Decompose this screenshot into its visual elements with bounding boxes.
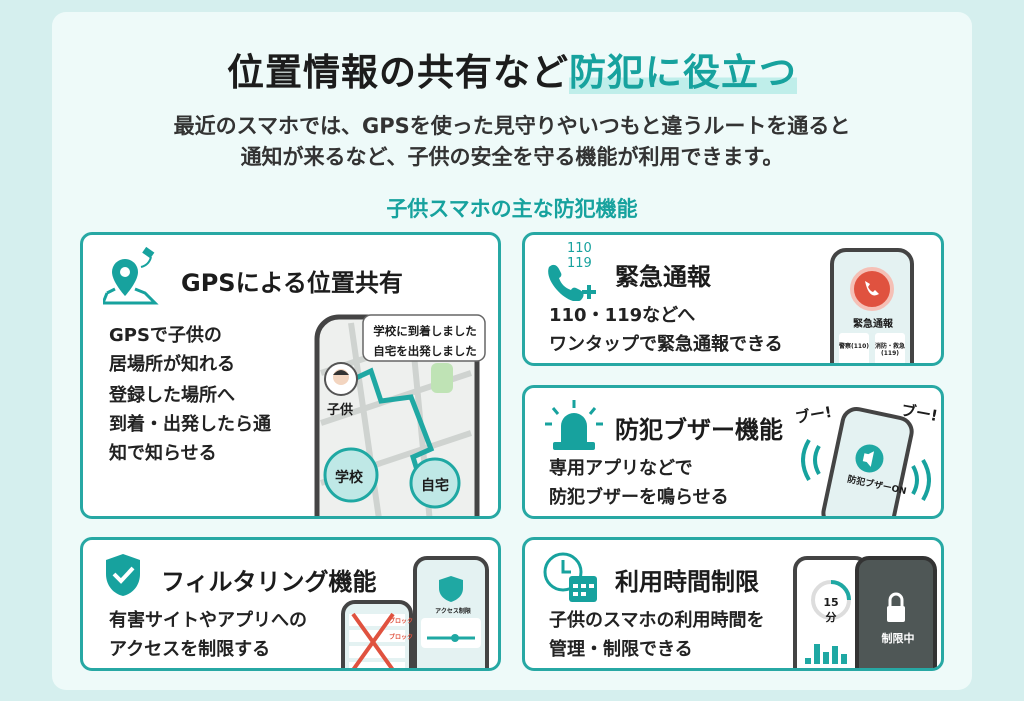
section-heading: 子供スマホの主な防犯機能 xyxy=(386,197,638,221)
card-gps: GPSによる位置共有 GPSで子供の居場所が知れる 登録した場所へ到着・出発した… xyxy=(80,232,501,519)
shield-check-icon xyxy=(106,554,140,596)
card-title: 緊急通報 xyxy=(615,263,711,291)
police-button: 警察(110) xyxy=(839,343,870,350)
blocked-label: ブロック xyxy=(389,618,414,625)
emergency-label: 緊急通報 xyxy=(853,319,893,330)
map-pin-satellite-icon xyxy=(103,246,159,305)
phone-emergency-illustration xyxy=(830,248,914,363)
desc-line: 防犯ブザーを鳴らせる xyxy=(549,487,729,508)
home-label: 自宅 xyxy=(421,478,449,494)
phone-map-illustration xyxy=(314,314,486,516)
desc-line: 110・119などへ xyxy=(549,305,696,326)
title-highlight: 防犯に役立つ xyxy=(569,51,797,94)
desc-line: 到着・出発したら通 xyxy=(109,414,271,435)
card-buzzer: 防犯ブザー機能 専用アプリなどで防犯ブザーを鳴らせる 防犯ブザーON ブー! ブ… xyxy=(522,385,944,519)
desc-line: GPSで子供の xyxy=(109,325,222,346)
card-title: 利用時間制限 xyxy=(615,568,759,596)
desc-line: 子供のスマホの利用時間を xyxy=(549,610,765,631)
school-label: 学校 xyxy=(335,470,363,486)
locked-label: 制限中 xyxy=(881,632,915,645)
phone-buzzer-illustration xyxy=(801,407,931,516)
card-title: 防犯ブザー機能 xyxy=(615,416,783,444)
phone-time-illustration xyxy=(793,556,937,668)
subtitle-line-1: 最近のスマホでは、GPSを使った見守りやいつもと違うルートを通ると xyxy=(173,114,851,138)
siren-icon xyxy=(545,400,603,450)
desc-line: 知で知らせる xyxy=(109,443,217,464)
phone-filtering-illustration xyxy=(341,556,489,668)
card-desc: GPSで子供の居場所が知れる xyxy=(109,321,235,379)
page-title: 位置情報の共有など防犯に役立つ xyxy=(0,42,1024,96)
desc-line: 管理・制限できる xyxy=(549,639,693,660)
notification-bubble: 学校に到着しました自宅を出発しました xyxy=(365,321,485,361)
child-label: 子供 xyxy=(327,403,354,418)
blocked-label: ブロック xyxy=(389,634,414,641)
fire-button: 消防・救急(119) xyxy=(875,343,906,357)
desc-line: アクセスを制限する xyxy=(109,639,271,660)
desc-line: 専用アプリなどで xyxy=(549,458,693,479)
card-title: フィルタリング機能 xyxy=(161,568,377,596)
desc-line: ワンタップで緊急通報できる xyxy=(549,334,783,355)
bubble-line: 学校に到着しました xyxy=(373,324,477,338)
clock-calendar-icon xyxy=(543,552,597,602)
screen-title: アクセス制限 xyxy=(435,608,471,615)
phone-110-119-icon xyxy=(548,264,596,301)
card-filtering: フィルタリング機能 有害サイトやアプリへのアクセスを制限する アクセス制限 ブロ… xyxy=(80,537,501,671)
card-time-limit: 利用時間制限 子供のスマホの利用時間を管理・制限できる 15分 制限中 xyxy=(522,537,944,671)
icon-number-110: 110 xyxy=(567,241,592,256)
desc-line: 居場所が知れる xyxy=(109,354,235,375)
subtitle-line-2: 通知が来るなど、子供の安全を守る機能が利用できます。 xyxy=(240,145,784,169)
bubble-line: 自宅を出発しました xyxy=(373,344,477,358)
remaining-time: 15分 xyxy=(823,596,839,624)
card-desc-2: 登録した場所へ到着・出発したら通知で知らせる xyxy=(109,381,271,468)
card-title: GPSによる位置共有 xyxy=(181,269,403,297)
title-main: 位置情報の共有など xyxy=(227,51,569,94)
icon-number-119: 119 xyxy=(567,256,592,271)
desc-line: 登録した場所へ xyxy=(109,385,235,406)
desc-line: 有害サイトやアプリへの xyxy=(109,610,307,631)
